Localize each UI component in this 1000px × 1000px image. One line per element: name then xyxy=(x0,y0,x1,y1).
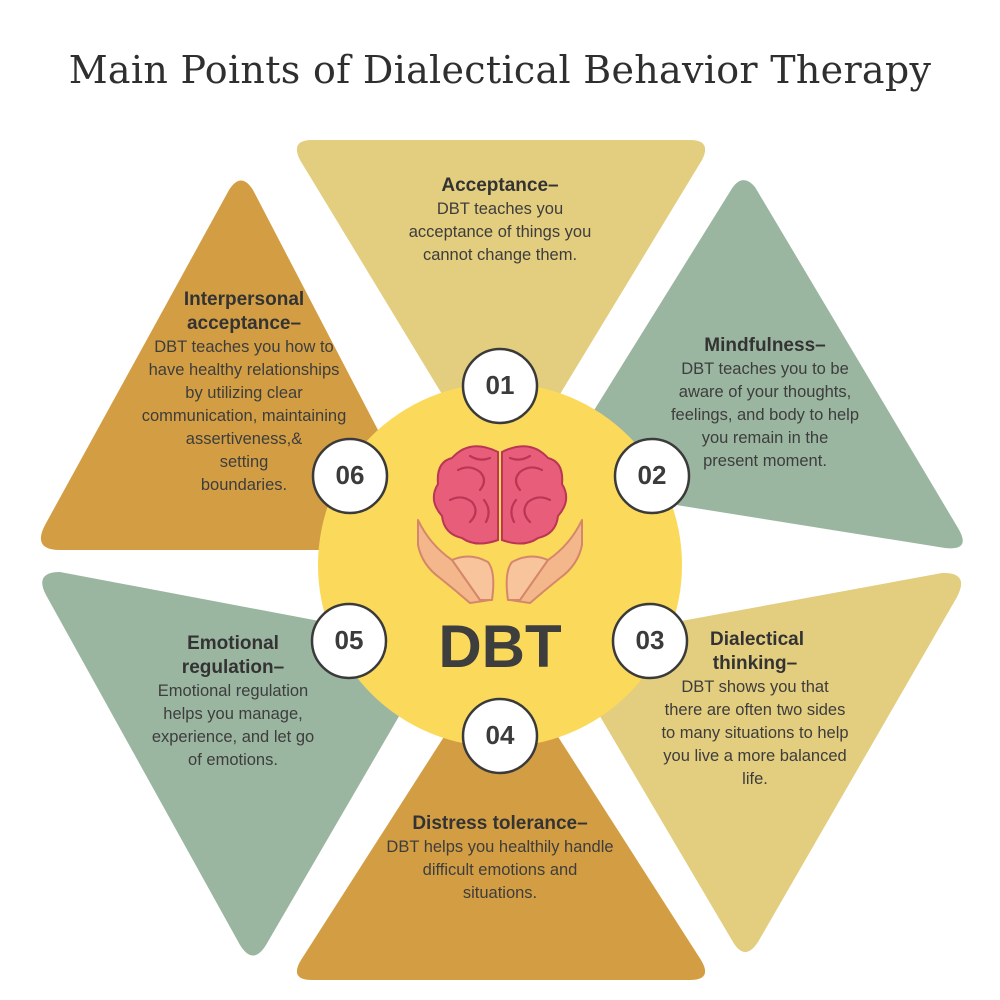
segment-06-body-line: communication, maintaining xyxy=(141,407,347,425)
segment-03-body-line: there are often two sides xyxy=(664,701,846,719)
number-badge-02 xyxy=(613,437,691,515)
number-badge-05 xyxy=(310,602,388,680)
segment-06-body-line: have healthy relationships xyxy=(148,361,340,379)
number-badge-04 xyxy=(461,697,539,775)
number-badge-01 xyxy=(461,347,539,425)
segment-03-body-line: you live a more balanced xyxy=(663,747,847,765)
segment-04-body-line: DBT helps you healthily handle xyxy=(386,838,614,856)
segment-04-body-line: situations. xyxy=(462,884,538,902)
number-badge-06 xyxy=(311,437,389,515)
segment-06-body-line: setting xyxy=(219,453,269,471)
hands-icon xyxy=(417,519,583,604)
number-03: 03 xyxy=(635,625,665,655)
segment-06-text: Interpersonal acceptance– DBT teaches yo… xyxy=(113,288,375,497)
segment-05-heading-line: Emotional xyxy=(187,633,279,654)
segment-04-heading: Distress tolerance– xyxy=(412,813,588,834)
segment-05-body-line: Emotional regulation xyxy=(157,682,309,700)
segment-01-body-line: DBT teaches you xyxy=(436,200,564,218)
segment-02-body-line: DBT teaches you to be xyxy=(681,360,849,378)
segment-03-body-line: DBT shows you that xyxy=(681,678,829,696)
segment-01-text: Acceptance– DBT teaches you acceptance o… xyxy=(340,174,660,267)
segment-06-body-line: by utilizing clear xyxy=(185,384,303,402)
segment-03-body-line: to many situations to help xyxy=(661,724,849,742)
segment-03-heading-line: thinking– xyxy=(712,653,798,674)
segment-02-text: Mindfulness– DBT teaches you to be aware… xyxy=(640,334,890,473)
segment-04-text: Distress tolerance– DBT helps you health… xyxy=(340,812,660,905)
number-05: 05 xyxy=(334,625,364,655)
number-04: 04 xyxy=(485,720,515,750)
segment-06-body-line: assertiveness,& xyxy=(185,430,303,448)
segment-06-heading-line: Interpersonal xyxy=(183,289,305,310)
segment-triangle-01 xyxy=(296,140,706,480)
segment-01-body-line: cannot change them. xyxy=(422,246,578,264)
brain-icon xyxy=(432,445,568,545)
segment-01-body-line: acceptance of things you xyxy=(408,223,592,241)
page-title: Main Points of Dialectical Behavior Ther… xyxy=(68,48,932,92)
segment-02-body-line: feelings, and body to help xyxy=(670,406,860,424)
number-badge-03 xyxy=(611,602,689,680)
segment-06-heading-line: acceptance– xyxy=(186,313,302,334)
segment-06-body-line: DBT teaches you how to xyxy=(154,338,334,356)
segment-05-body-line: of emotions. xyxy=(188,751,278,769)
segment-05-body-line: experience, and let go xyxy=(151,728,315,746)
segment-05-text: Emotional regulation– Emotional regulati… xyxy=(118,632,348,772)
number-01: 01 xyxy=(485,370,515,400)
segment-02-heading: Mindfulness– xyxy=(704,335,826,356)
segment-05-body-line: helps you manage, xyxy=(163,705,303,723)
segment-05-heading-line: regulation– xyxy=(181,657,285,678)
segment-03-body-line: life. xyxy=(742,770,768,788)
center-label: DBT xyxy=(438,613,562,680)
center-circle xyxy=(318,383,682,747)
segment-06-body-line: boundaries. xyxy=(200,476,288,494)
segment-01-heading: Acceptance– xyxy=(441,175,559,196)
segment-02-body-line: present moment. xyxy=(703,452,827,470)
segment-02-body-line: you remain in the xyxy=(701,429,829,447)
segment-04-body-line: difficult emotions and xyxy=(422,861,578,879)
segment-02-body-line: aware of your thoughts, xyxy=(678,383,852,401)
segment-03-text: Dialectical thinking– DBT shows you that… xyxy=(630,628,880,791)
number-06: 06 xyxy=(335,460,365,490)
segment-03-heading-line: Dialectical xyxy=(710,629,804,650)
number-02: 02 xyxy=(637,460,667,490)
segment-triangle-04 xyxy=(296,658,706,980)
